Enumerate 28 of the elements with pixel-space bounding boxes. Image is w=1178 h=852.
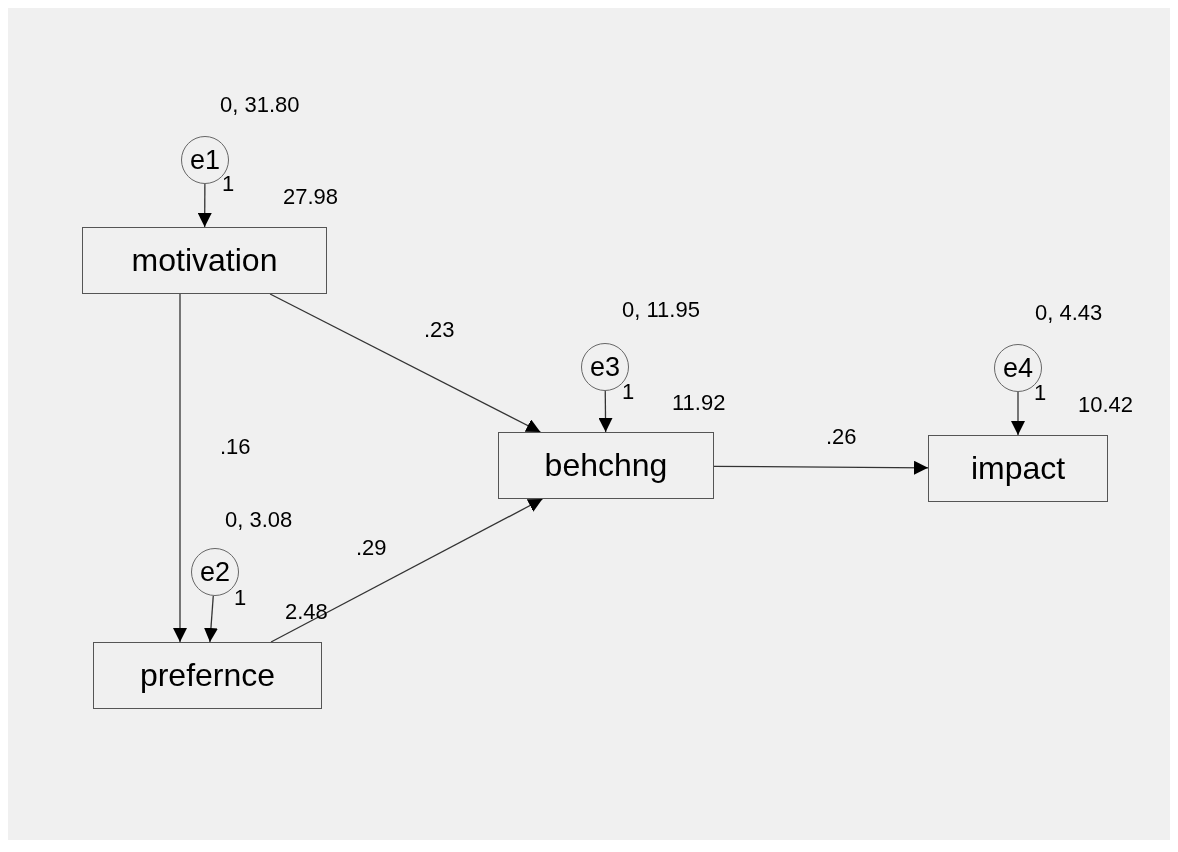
variable-name: impact xyxy=(970,450,1066,487)
arrow xyxy=(197,183,212,228)
variable-name: e4 xyxy=(1002,352,1033,384)
variable-name: behchng xyxy=(544,447,668,484)
variable-name: prefernce xyxy=(139,657,276,694)
variable-name: e3 xyxy=(589,351,620,383)
variable-box xyxy=(498,432,714,499)
estimate-value: 10.42 xyxy=(1078,392,1134,418)
variable-name: motivation xyxy=(131,242,278,279)
estimate-value: 11.92 xyxy=(672,390,726,416)
variable-box xyxy=(82,227,327,294)
arrow xyxy=(713,460,929,475)
variable-box xyxy=(93,642,322,709)
arrow xyxy=(203,595,218,643)
estimate-value: 0, 3.08 xyxy=(225,507,293,533)
estimate-value: 0, 11.95 xyxy=(622,297,700,323)
estimate-value: 27.98 xyxy=(283,184,339,210)
arrow xyxy=(270,498,544,643)
arrow xyxy=(173,293,187,643)
variable-box xyxy=(928,435,1108,502)
variable-name: e1 xyxy=(189,144,220,176)
variable-name: e2 xyxy=(199,556,230,588)
arrow xyxy=(598,390,613,433)
arrow xyxy=(1011,391,1025,436)
arrow xyxy=(269,293,542,433)
estimate-value: 0, 4.43 xyxy=(1035,300,1103,326)
estimate-value: 0, 31.80 xyxy=(220,92,300,118)
estimate-value: 2.48 xyxy=(285,599,328,625)
